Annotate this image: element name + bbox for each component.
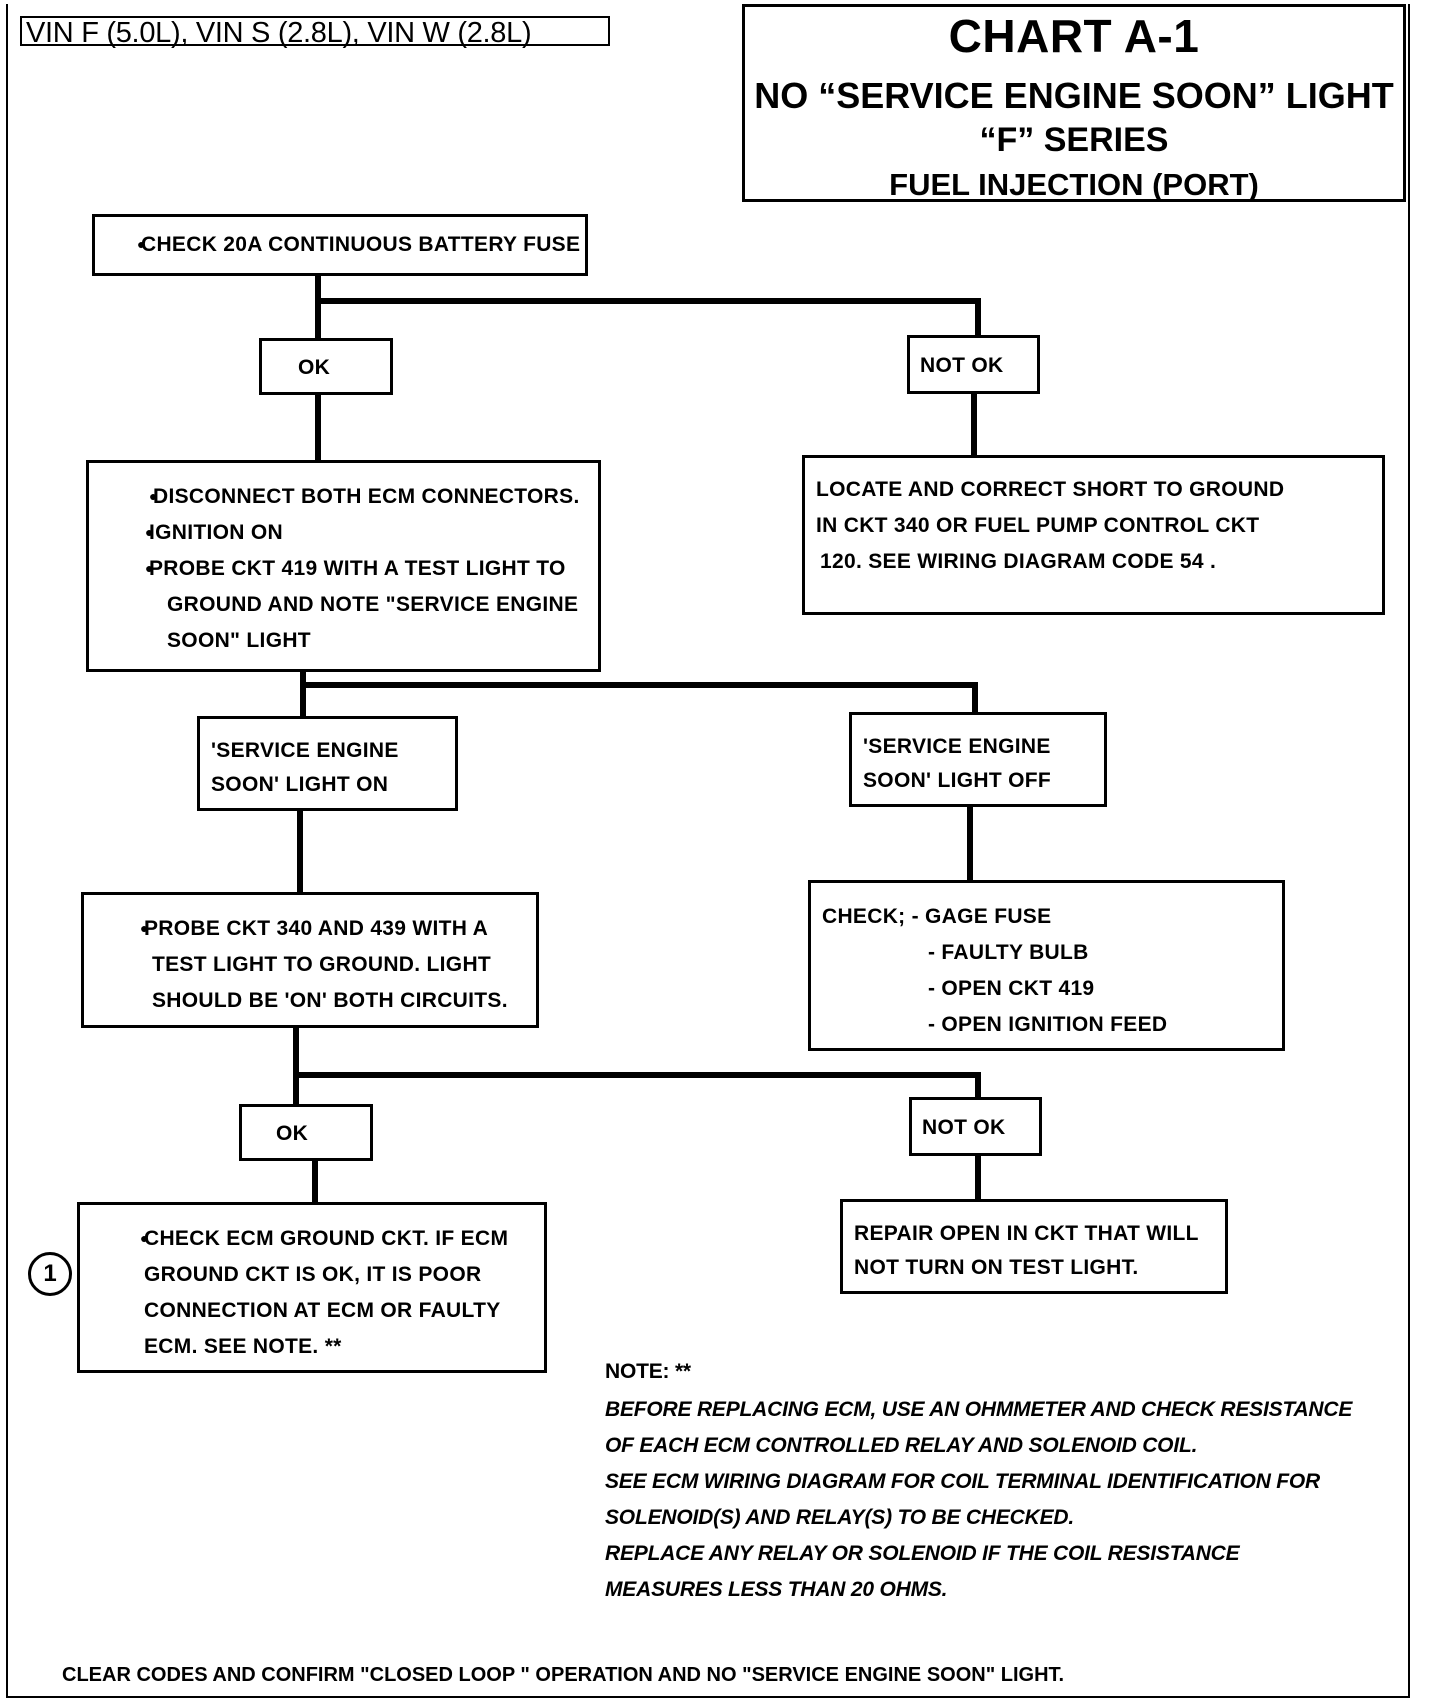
- footer-instruction: CLEAR CODES AND CONFIRM "CLOSED LOOP " O…: [62, 1664, 1065, 1686]
- note-line: SOLENOID(S) AND RELAY(S) TO BE CHECKED.: [605, 1506, 1074, 1529]
- connector: [975, 298, 981, 338]
- connector: [293, 1072, 981, 1078]
- bullet-text: CHECK ECM GROUND CKT. IF ECM: [140, 1227, 508, 1251]
- page-frame: [6, 4, 1410, 1698]
- box-text: SOON" LIGHT: [167, 629, 311, 652]
- probe-not-ok-box: NOT OK: [909, 1097, 1042, 1156]
- box-text: - OPEN CKT 419: [928, 977, 1095, 1000]
- chart-subtitle-2: “F” SERIES: [979, 121, 1169, 159]
- connector: [300, 670, 306, 718]
- box-text: GROUND CKT IS OK, IT IS POOR: [144, 1263, 482, 1286]
- note-line: SEE ECM WIRING DIAGRAM FOR COIL TERMINAL…: [605, 1470, 1321, 1493]
- light-on-box: 'SERVICE ENGINE SOON' LIGHT ON: [197, 716, 458, 811]
- step-number-badge: 1: [28, 1252, 72, 1296]
- box-text: SHOULD BE 'ON' BOTH CIRCUITS.: [152, 989, 508, 1012]
- box-text: CONNECTION AT ECM OR FAULTY: [144, 1299, 501, 1322]
- short-to-ground-box: LOCATE AND CORRECT SHORT TO GROUND IN CK…: [802, 455, 1385, 615]
- not-ok-label: NOT OK: [922, 1116, 1006, 1139]
- box-text: - OPEN IGNITION FEED: [928, 1013, 1168, 1036]
- chart-subtitle-1: NO “SERVICE ENGINE SOON” LIGHT: [754, 75, 1394, 116]
- box-text: ECM. SEE NOTE. **: [144, 1335, 342, 1358]
- probe-ok-box: OK: [239, 1104, 373, 1161]
- box-text: NOT TURN ON TEST LIGHT.: [854, 1256, 1139, 1279]
- box-text: IN CKT 340 OR FUEL PUMP CONTROL CKT: [816, 514, 1260, 537]
- box-text: 'SERVICE ENGINE: [211, 739, 399, 762]
- connector: [975, 1072, 981, 1100]
- note-heading: NOTE: **: [605, 1360, 691, 1383]
- box-text: TEST LIGHT TO GROUND. LIGHT: [152, 953, 492, 976]
- connector: [300, 682, 978, 688]
- ok-label: OK: [276, 1122, 309, 1145]
- box-text: SOON' LIGHT OFF: [863, 769, 1051, 792]
- bullet-text: PROBE CKT 340 AND 439 WITH A: [140, 917, 488, 941]
- box-text: SOON' LIGHT ON: [211, 773, 389, 796]
- connector: [975, 1152, 981, 1204]
- title-box: CHART A-1 NO “SERVICE ENGINE SOON” LIGHT…: [742, 4, 1406, 202]
- check-list-box: CHECK; - GAGE FUSE - FAULTY BULB - OPEN …: [808, 880, 1285, 1051]
- connector: [315, 392, 321, 464]
- box-text: 120. SEE WIRING DIAGRAM CODE 54 .: [820, 550, 1217, 573]
- ok-label: OK: [298, 356, 331, 379]
- connector: [293, 1026, 299, 1110]
- box-text: REPAIR OPEN IN CKT THAT WILL: [854, 1222, 1199, 1245]
- note-line: REPLACE ANY RELAY OR SOLENOID IF THE COI…: [605, 1542, 1240, 1565]
- disconnect-ecm-box: DISCONNECT BOTH ECM CONNECTORS. IGNITION…: [86, 460, 601, 672]
- chart-title: CHART A-1: [948, 10, 1200, 62]
- repair-open-box: REPAIR OPEN IN CKT THAT WILL NOT TURN ON…: [840, 1199, 1228, 1294]
- ecm-ground-box: CHECK ECM GROUND CKT. IF ECM GROUND CKT …: [77, 1202, 547, 1373]
- note-line: BEFORE REPLACING ECM, USE AN OHMMETER AN…: [605, 1398, 1353, 1421]
- connector: [312, 1156, 318, 1206]
- connector: [315, 298, 981, 304]
- probe-circuits-box: PROBE CKT 340 AND 439 WITH A TEST LIGHT …: [81, 892, 539, 1028]
- check-fuse-box: CHECK 20A CONTINUOUS BATTERY FUSE: [92, 214, 588, 276]
- vin-label: VIN F (5.0L), VIN S (2.8L), VIN W (2.8L): [20, 16, 610, 48]
- connector: [297, 808, 303, 896]
- bullet-text: CHECK 20A CONTINUOUS BATTERY FUSE: [137, 233, 580, 257]
- box-text: GROUND AND NOTE "SERVICE ENGINE: [167, 593, 579, 616]
- bullet-text: IGNITION ON: [145, 521, 283, 545]
- connector: [315, 272, 321, 342]
- chart-subtitle-3: FUEL INJECTION (PORT): [889, 167, 1259, 202]
- note-line: MEASURES LESS THAN 20 OHMS.: [605, 1578, 948, 1601]
- box-text: LOCATE AND CORRECT SHORT TO GROUND: [816, 478, 1285, 501]
- box-text: 'SERVICE ENGINE: [863, 735, 1051, 758]
- box-text: - FAULTY BULB: [928, 941, 1089, 964]
- connector: [967, 806, 973, 886]
- bullet-text: PROBE CKT 419 WITH A TEST LIGHT TO: [145, 557, 566, 581]
- box-text: CHECK; - GAGE FUSE: [822, 905, 1052, 928]
- connector: [971, 392, 977, 458]
- note-line: OF EACH ECM CONTROLLED RELAY AND SOLENOI…: [605, 1434, 1198, 1457]
- connector: [972, 682, 978, 716]
- bullet-text: DISCONNECT BOTH ECM CONNECTORS.: [149, 485, 580, 509]
- fuse-not-ok-box: NOT OK: [907, 335, 1040, 394]
- light-off-box: 'SERVICE ENGINE SOON' LIGHT OFF: [849, 712, 1107, 807]
- fuse-ok-box: OK: [259, 338, 393, 395]
- not-ok-label: NOT OK: [920, 354, 1004, 377]
